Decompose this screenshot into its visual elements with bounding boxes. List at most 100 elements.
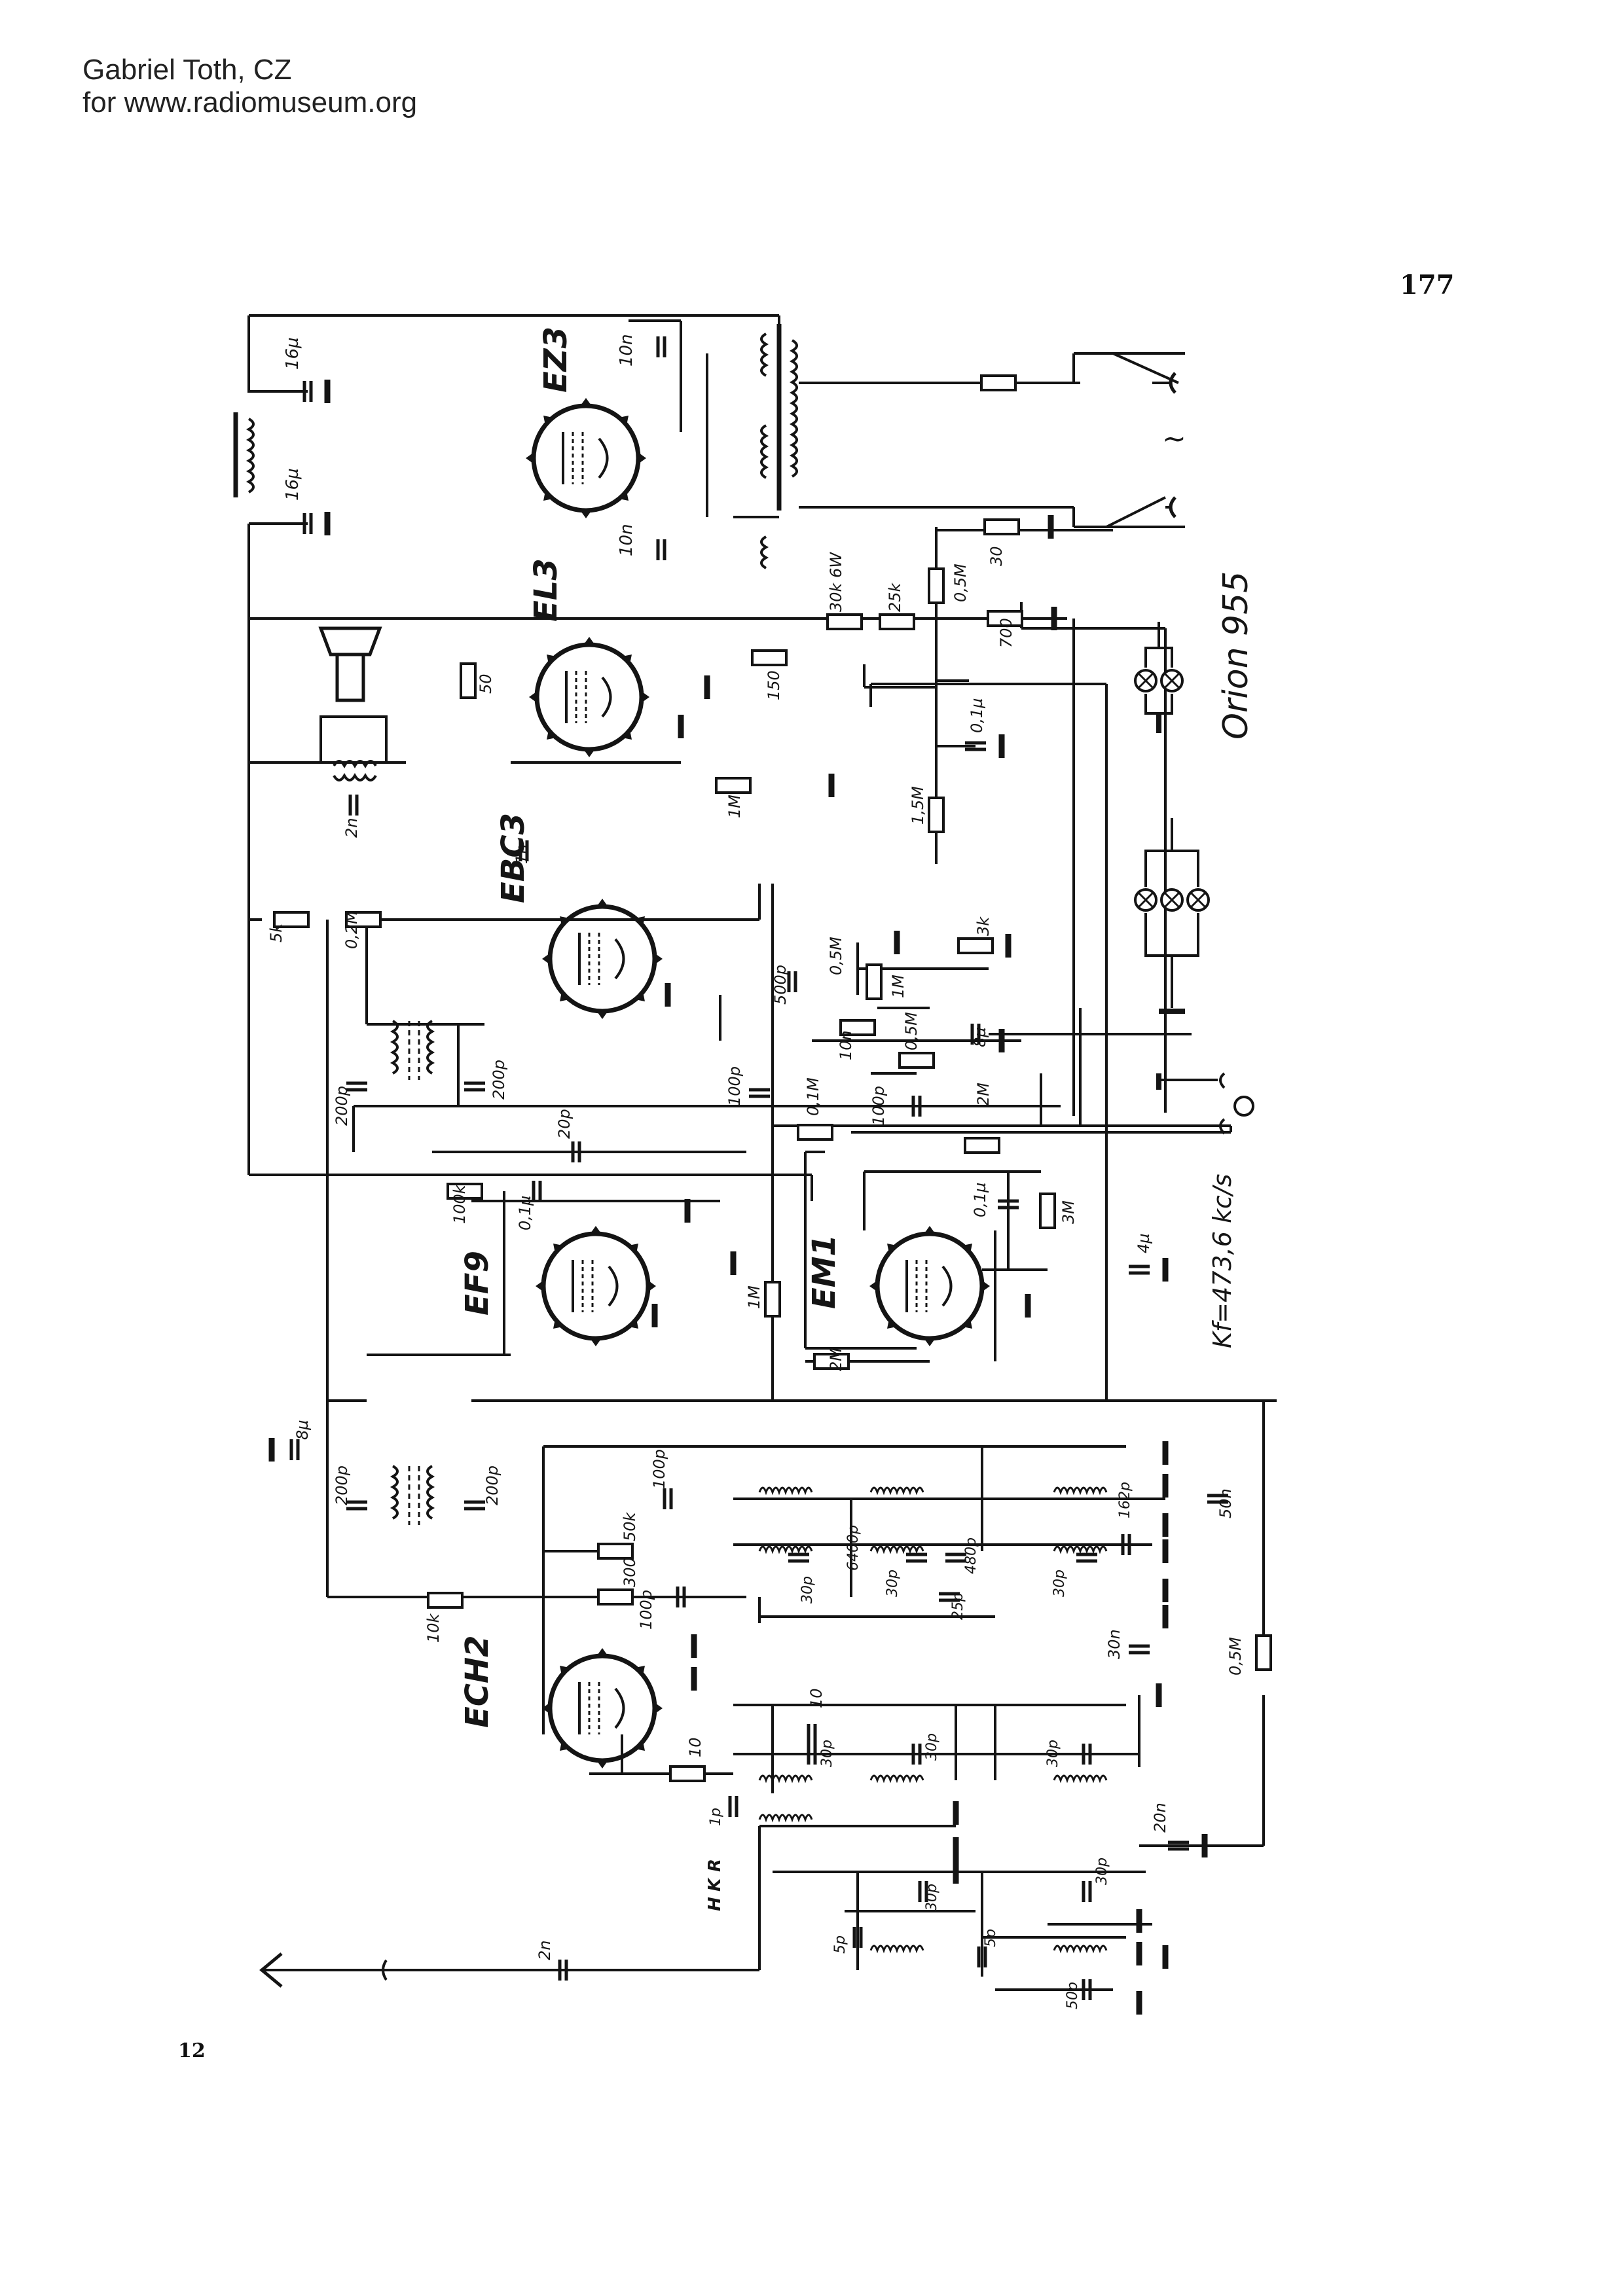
component-label-c-4u: 4µ xyxy=(1135,1233,1153,1253)
page-number-bottom: 12 xyxy=(178,2039,206,2062)
component-label-c-200p-c: 200p xyxy=(333,1465,351,1505)
coils xyxy=(758,1486,1108,1952)
component-label-c-6400p: 6400p xyxy=(845,1525,862,1571)
component-label-c-5p-b: 5p xyxy=(983,1929,999,1947)
component-label-c-162p: 162p xyxy=(1117,1482,1133,1518)
component-label-c-30p-g: 30p xyxy=(924,1884,940,1911)
component-label-r-15m: 1,5M xyxy=(909,786,927,825)
component-label-r-2m-b: 2M xyxy=(827,1348,845,1371)
tube-el3 xyxy=(529,637,649,757)
component-label-r-01m: 0,1M xyxy=(804,1077,822,1116)
component-label-r-50k: 50k xyxy=(621,1511,639,1541)
power-transformer xyxy=(760,324,798,569)
tube-ez3 xyxy=(526,398,646,518)
tube-em1 xyxy=(869,1226,990,1346)
component-label-c-10-osc: 10 xyxy=(807,1688,826,1708)
credit-url: for www.radiomuseum.org xyxy=(82,86,418,118)
component-label-c-30p-c: 30p xyxy=(1051,1570,1068,1597)
component-label-r-1m-a: 1M xyxy=(725,795,744,818)
component-label-c-5p-a: 5p xyxy=(832,1935,848,1954)
label-mains-symbol: ~ xyxy=(1162,422,1186,456)
label-switch-h: H xyxy=(705,1897,725,1911)
component-label-c-200p-d: 200p xyxy=(483,1465,501,1505)
component-label-r-30k6w: 30k 6W xyxy=(827,552,845,612)
component-label-c-01u-c: 0,1µ xyxy=(971,1183,989,1217)
component-label-r-10: 10 xyxy=(686,1737,704,1757)
component-label-c-16u-a: 16µ xyxy=(283,337,302,370)
if-transformer-1 xyxy=(390,1020,435,1080)
pilot-lamps xyxy=(1134,622,1210,1014)
component-label-c-20p: 20p xyxy=(555,1109,574,1139)
speaker xyxy=(318,626,382,702)
component-label-c-8u-a: 8µ xyxy=(971,1027,989,1047)
label-ef9: EF9 xyxy=(459,1251,496,1316)
filter-choke xyxy=(233,412,255,497)
component-label-r-02m: 0,2M xyxy=(342,910,361,949)
component-label-r-100k: 100k xyxy=(450,1184,469,1224)
capacitors xyxy=(291,336,1228,2000)
if-transformer-2 xyxy=(390,1465,435,1525)
component-label-c-100p-a: 100p xyxy=(869,1086,888,1126)
component-label-r-25k: 25k xyxy=(886,582,904,612)
grounds xyxy=(272,380,1205,2015)
component-label-c-200p-a: 200p xyxy=(333,1086,351,1126)
component-label-r-05m-vol: 0,5M xyxy=(827,937,845,975)
label-title: Orion 955 xyxy=(1216,571,1256,740)
label-switch-r: R xyxy=(705,1859,725,1872)
component-label-r-3k: 3k xyxy=(974,916,993,936)
component-label-c-1p: 1p xyxy=(708,1808,724,1826)
component-label-c-1n: 1n xyxy=(513,844,531,864)
component-label-c-30p-e: 30p xyxy=(924,1733,940,1761)
component-label-c-500p: 500p xyxy=(771,965,790,1005)
component-label-c-30p-b: 30p xyxy=(884,1570,901,1597)
tube-ef9 xyxy=(536,1226,656,1346)
label-ebc3: EBC3 xyxy=(495,813,532,903)
component-label-r-300: 300 xyxy=(621,1557,639,1587)
credit-block: Gabriel Toth, CZ for www.radiomuseum.org xyxy=(82,54,417,119)
label-ez3: EZ3 xyxy=(538,327,574,393)
component-label-c-30p-d: 30p xyxy=(819,1740,835,1767)
component-label-r-1m-b: 1M xyxy=(889,975,907,998)
page-number-top: 177 xyxy=(1400,270,1455,300)
label-ech2: ECH2 xyxy=(459,1635,496,1728)
component-label-r-5k: 5k xyxy=(267,923,285,942)
component-label-c-10n-c: 10n xyxy=(837,1030,855,1060)
component-label-c-16u-b: 16µ xyxy=(283,468,302,501)
tube-ech2 xyxy=(542,1648,663,1768)
component-label-r-3m: 3M xyxy=(1059,1200,1078,1224)
component-label-c-2n-a: 2n xyxy=(342,818,361,838)
component-label-c-50n: 50n xyxy=(1216,1488,1235,1518)
component-label-r-05m-tone: 0,5M xyxy=(902,1012,921,1050)
component-label-c-30p-a: 30p xyxy=(799,1576,816,1604)
component-label-r-05m-top: 0,5M xyxy=(951,564,970,602)
component-label-c-20n: 20n xyxy=(1151,1803,1169,1833)
component-label-r-2m-a: 2M xyxy=(974,1083,993,1106)
label-el3: EL3 xyxy=(528,558,564,622)
component-label-r-10k: 10k xyxy=(424,1613,443,1643)
mains-plug xyxy=(1169,372,1176,518)
component-label-c-200p-b: 200p xyxy=(490,1060,508,1100)
component-label-c-2n-b: 2n xyxy=(536,1941,554,1960)
component-label-c-100p-d: 100p xyxy=(637,1590,655,1630)
output-transformer xyxy=(319,715,388,781)
component-label-c-8u-b: 8µ xyxy=(293,1420,312,1440)
credit-author: Gabriel Toth, CZ xyxy=(82,54,292,86)
pickup-input xyxy=(1156,1072,1254,1135)
component-label-r-50: 50 xyxy=(477,673,495,694)
component-label-c-30p-f: 30p xyxy=(1045,1740,1061,1767)
antenna-arrow xyxy=(259,1952,388,1988)
component-label-c-10n-a: 10n xyxy=(617,334,636,367)
component-label-c-30p-h: 30p xyxy=(1094,1857,1110,1885)
component-label-c-01u-a: 0,1µ xyxy=(968,698,986,733)
component-label-c-100p-c: 100p xyxy=(650,1449,668,1489)
tube-ebc3 xyxy=(542,899,663,1019)
component-label-r-05m-agc: 0,5M xyxy=(1226,1637,1245,1676)
component-label-c-10n-b: 10n xyxy=(617,524,636,556)
component-label-r-1m-c: 1M xyxy=(745,1285,763,1309)
component-label-r-150: 150 xyxy=(765,670,783,700)
component-label-r-30: 30 xyxy=(987,546,1006,566)
label-em1: EM1 xyxy=(806,1234,843,1309)
component-label-c-01u-b: 0,1µ xyxy=(516,1196,534,1230)
component-label-c-480p: 480p xyxy=(963,1537,979,1574)
